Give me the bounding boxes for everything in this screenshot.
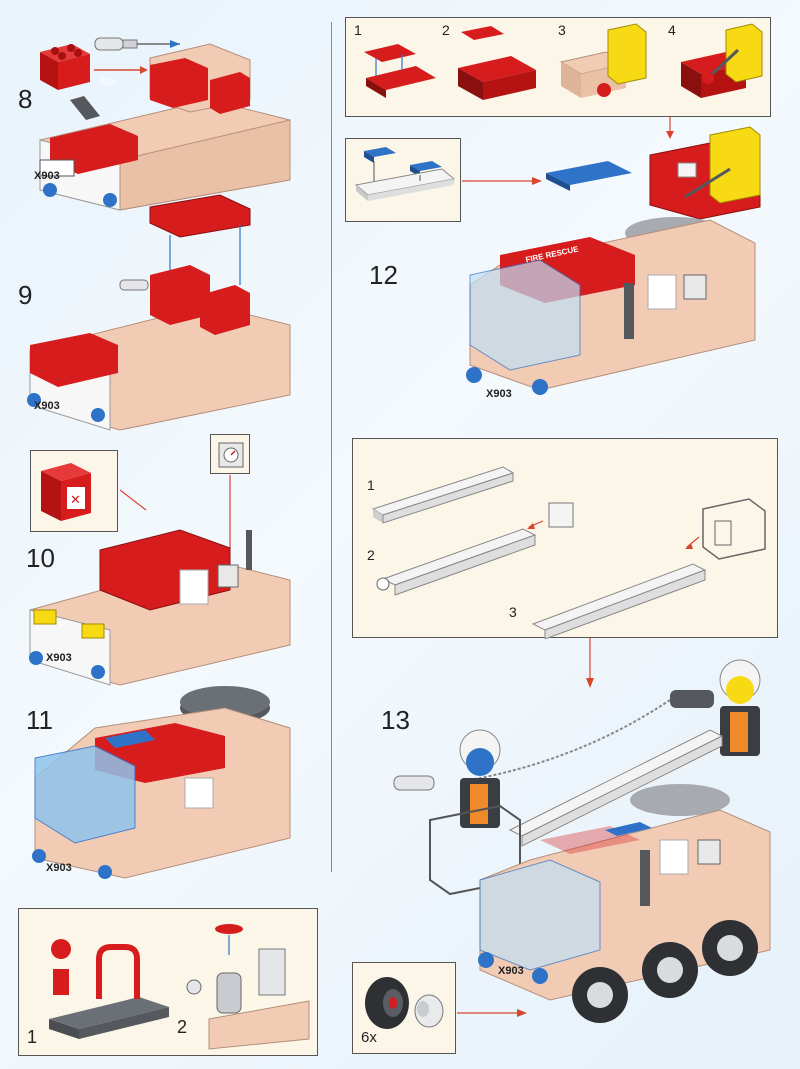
- substep-ladder-2: 2: [367, 547, 375, 563]
- blue-tile-plate: [354, 147, 456, 201]
- step-10-callout: ✕: [30, 450, 118, 532]
- connector-arrow-top: [666, 117, 674, 139]
- step-number-12: 12: [369, 260, 398, 290]
- step-8-illustration: 903: [39, 37, 291, 211]
- hydrant-substeps-illustration: [49, 924, 310, 1050]
- plate-label-11: X903: [46, 862, 72, 874]
- wheel: [702, 920, 758, 976]
- step-number-8: 8: [18, 84, 33, 114]
- ladder-substeps-illustration: [371, 466, 766, 640]
- substep-tr-3: 3: [558, 22, 566, 38]
- truck-number-label: 903: [100, 77, 115, 87]
- wheel-callout: 6x: [352, 962, 456, 1054]
- step-12-callout: [345, 138, 461, 222]
- gauge-icon: [218, 442, 244, 468]
- substep-tr-2: 2: [442, 22, 450, 38]
- step-number-10: 10: [26, 543, 55, 573]
- step-11-illustration: [32, 686, 291, 879]
- connector-arrow-ladder: [586, 638, 594, 688]
- substep-bl-2: 2: [177, 1017, 188, 1037]
- red-2x2-brick: [40, 44, 90, 90]
- step-number-11: 11: [26, 705, 53, 735]
- gauge-callout: [210, 434, 250, 474]
- column-divider: [331, 22, 332, 872]
- substep-bl-1: 1: [27, 1027, 38, 1047]
- top-right-callout: 1 2 3 4: [345, 17, 771, 117]
- substep-tr-1: 1: [354, 22, 362, 38]
- step-9-illustration: [27, 194, 291, 431]
- plate-label-10: X903: [46, 652, 72, 664]
- substep-ladder-1: 1: [367, 477, 375, 493]
- svg-text:✕: ✕: [70, 493, 81, 508]
- hose-nozzle: [94, 37, 180, 51]
- bottom-left-callout: 1 2: [18, 908, 318, 1056]
- plate-label-9: X903: [34, 400, 60, 412]
- wheel-parts: [365, 977, 444, 1029]
- connector-arrow-12: [462, 177, 542, 185]
- connector-arrow-wheel: [457, 1009, 527, 1017]
- plate-label-12: X903: [486, 388, 512, 400]
- substep-ladder-3: 3: [509, 604, 517, 620]
- step-12-illustration: [466, 126, 761, 395]
- step-10-illustration: [29, 475, 291, 686]
- step-number-9: 9: [18, 280, 33, 310]
- quantity-label: 6x: [361, 1029, 377, 1046]
- red-decal-brick: ✕: [41, 463, 91, 521]
- wheel: [572, 967, 628, 1023]
- step-13-illustration: [393, 659, 771, 1023]
- substep-tr-4: 4: [668, 22, 676, 38]
- ladder-callout: 1 2 3: [352, 438, 778, 640]
- seat-substeps-illustration: [364, 23, 763, 100]
- wheel: [642, 942, 698, 998]
- step-number-13: 13: [381, 705, 410, 735]
- plate-label-8: X903: [34, 170, 60, 182]
- plate-label-13: X903: [498, 965, 524, 977]
